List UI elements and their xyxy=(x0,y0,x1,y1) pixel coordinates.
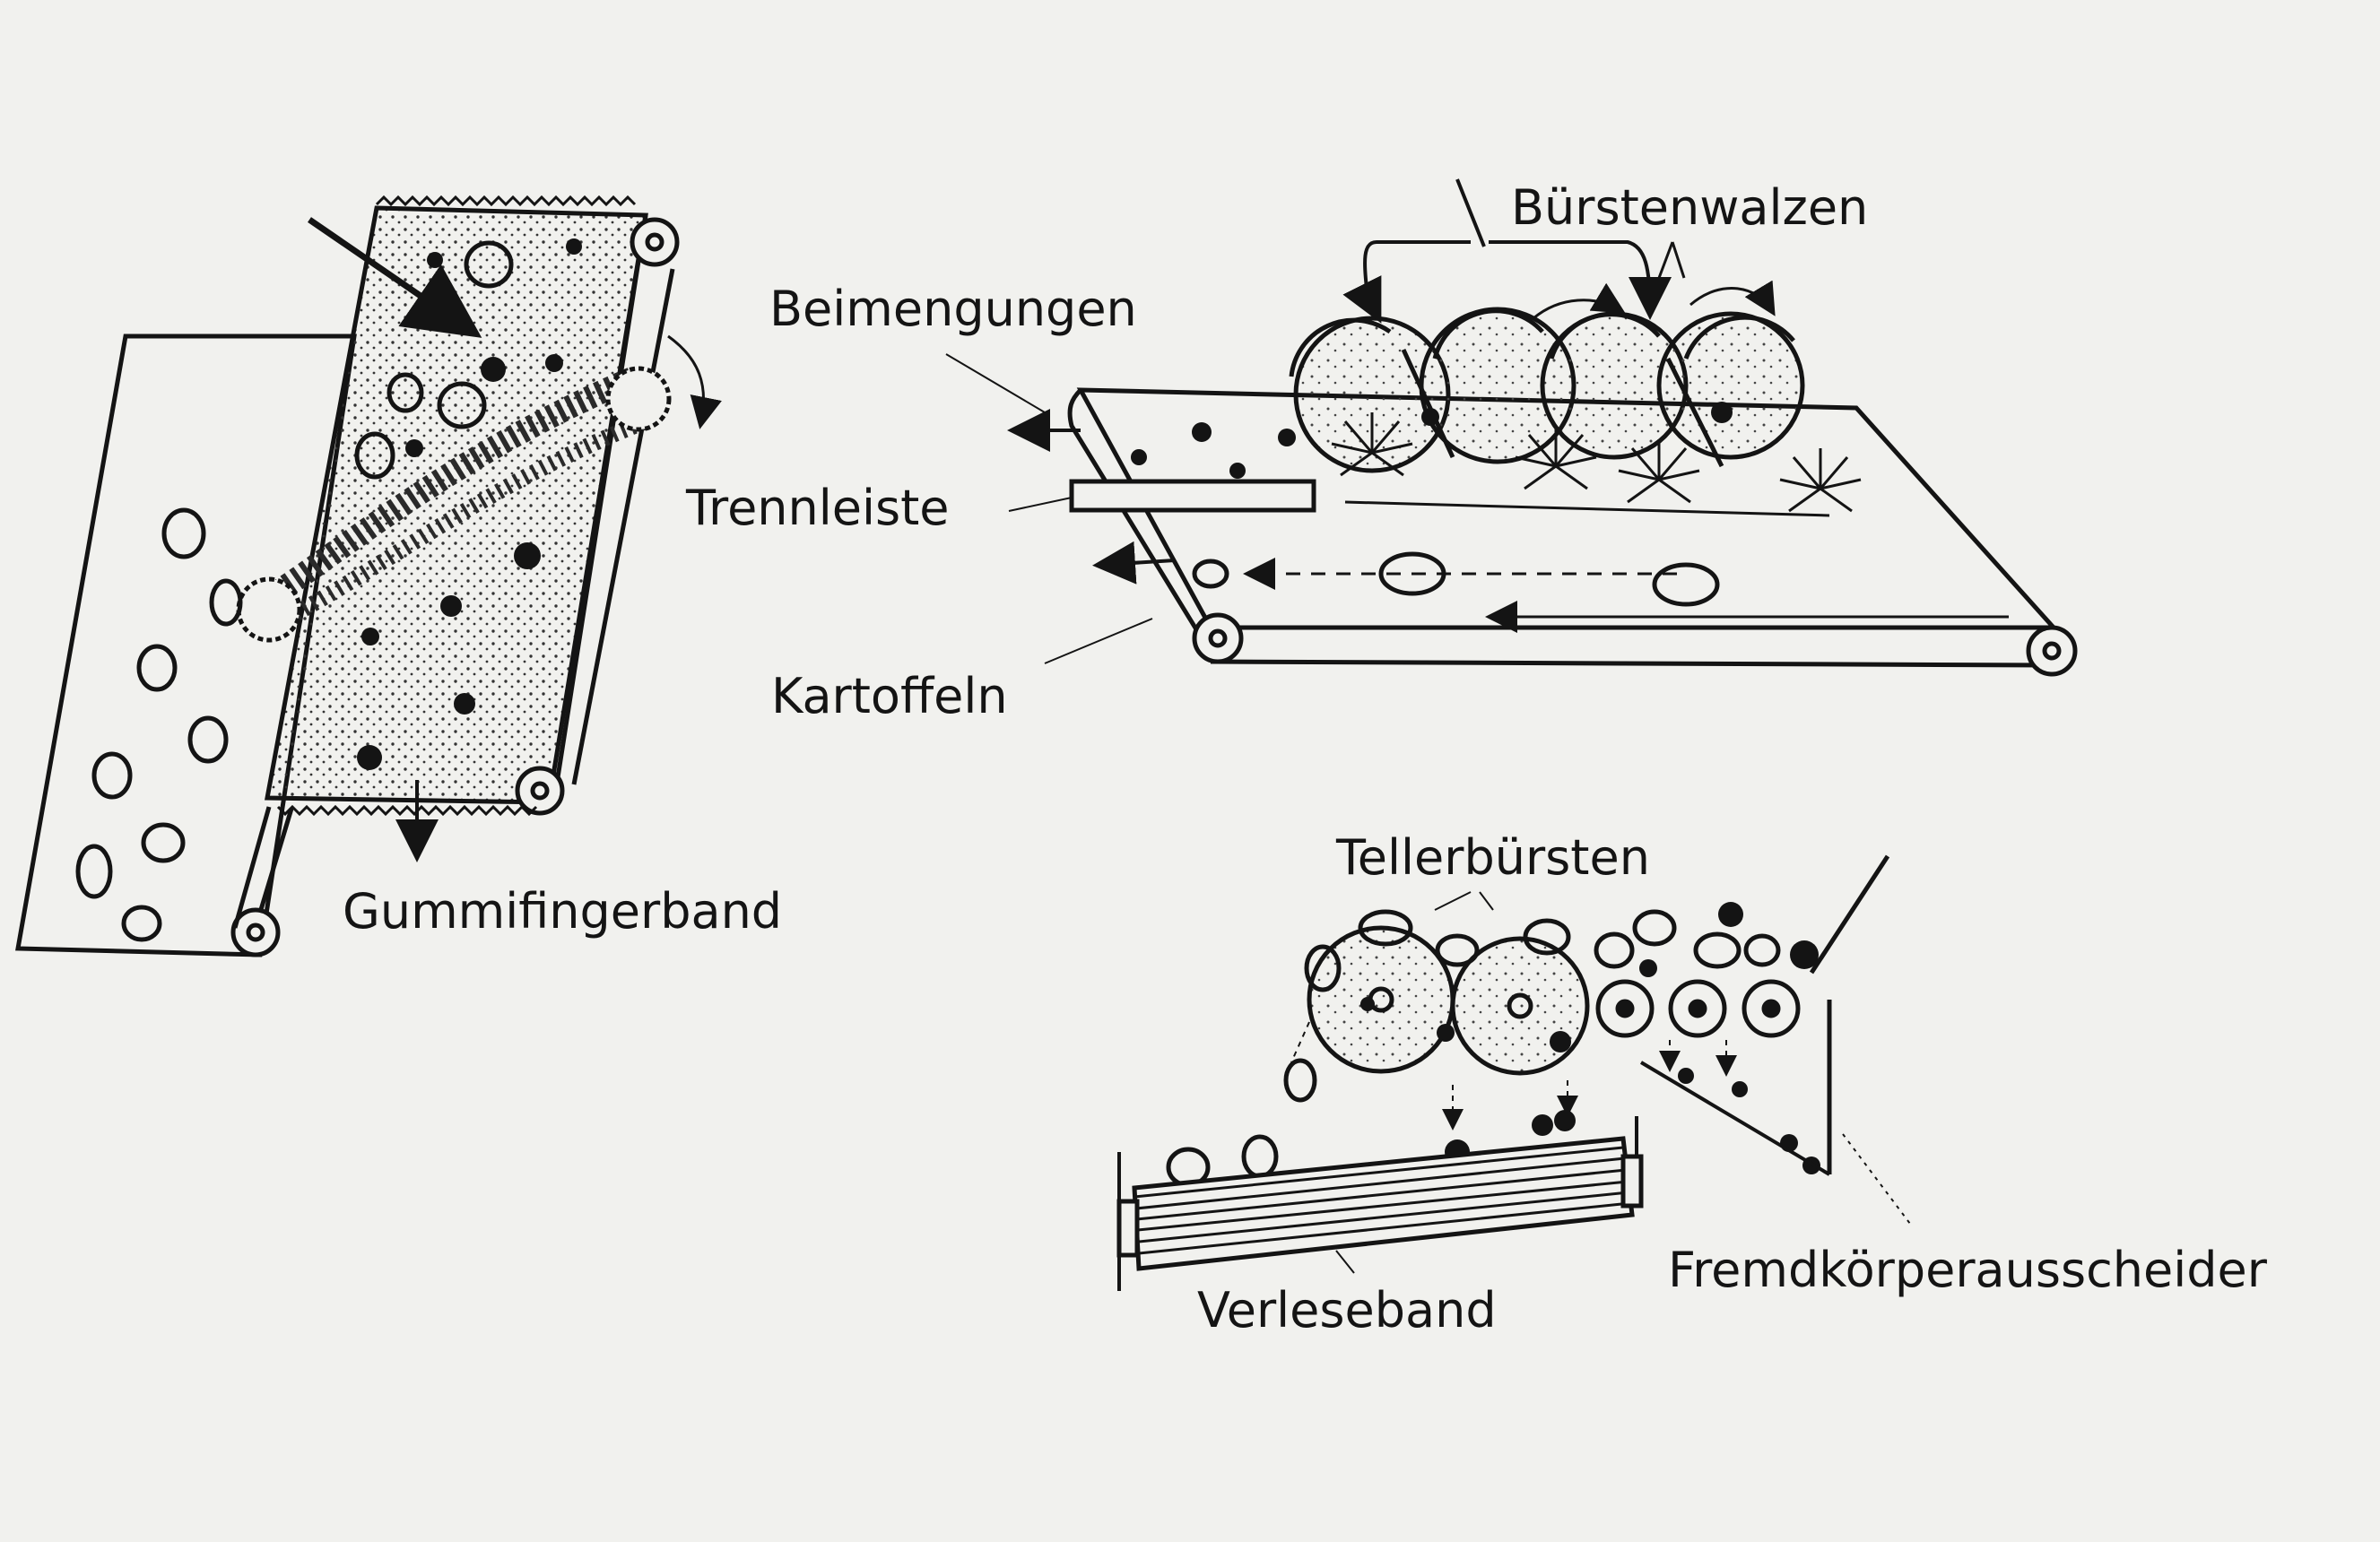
tellerbuersten-machine xyxy=(1116,854,1911,1291)
label-tellerbuersten: Tellerbürsten xyxy=(1336,829,1650,886)
label-buerstenwalzen: Bürstenwalzen xyxy=(1511,179,1869,236)
buerstenwalzen-machine xyxy=(945,178,2078,677)
label-trennleiste: Trennleiste xyxy=(686,480,950,536)
gummifingerband-machine xyxy=(15,195,722,957)
label-kartoffeln: Kartoffeln xyxy=(771,668,1008,724)
label-gummifingerband: Gummifingerband xyxy=(343,883,783,940)
label-verleseband: Verleseband xyxy=(1197,1282,1497,1338)
label-fremdkoerperausscheider: Fremdkörperausscheider xyxy=(1668,1242,2267,1298)
label-beimengungen: Beimengungen xyxy=(769,281,1137,337)
